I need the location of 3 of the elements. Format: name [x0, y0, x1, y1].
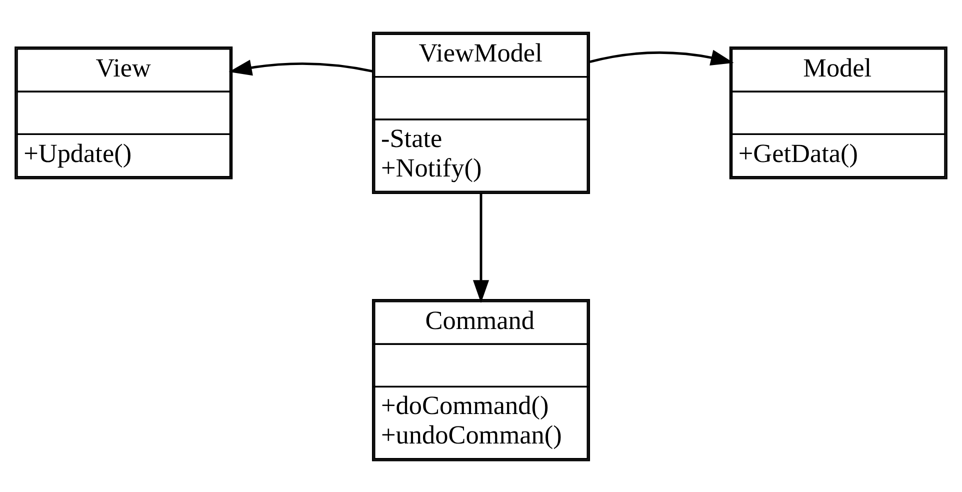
arrow: [472, 193, 490, 303]
arrow: [228, 59, 373, 76]
arrow: [590, 49, 734, 65]
